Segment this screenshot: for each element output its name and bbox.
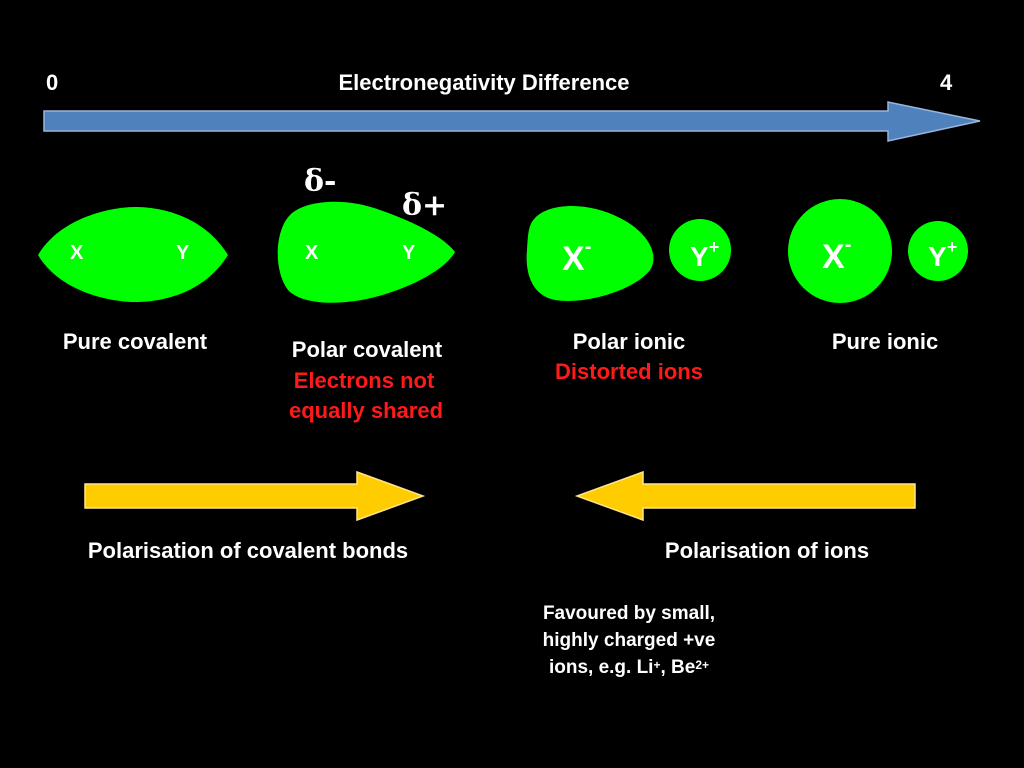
pure-ionic-x-symbol: X	[822, 238, 845, 276]
footnote-line2: highly charged +ve	[542, 630, 716, 651]
polar-covalent-note-line2: equally shared	[288, 398, 444, 423]
scale-min-label: 0	[46, 70, 59, 95]
electronegativity-arrow	[43, 101, 981, 142]
polar-ionic-y-symbol: Y	[690, 241, 709, 272]
polar-ionic-note: Distorted ions	[555, 359, 703, 384]
pure-ionic-anion-circle	[788, 199, 892, 303]
polar-covalent-blob	[277, 201, 455, 303]
li-charge: +	[653, 658, 661, 672]
polar-ionic-cation-circle	[669, 219, 731, 281]
covalent-polarisation-arrow	[84, 470, 426, 522]
pure-ionic-y-charge: +	[946, 237, 958, 257]
scale-title: Electronegativity Difference	[338, 70, 630, 95]
ion-polarisation-label: Polarisation of ions	[664, 538, 870, 563]
footnote-line3-prefix: ions, e.g. Li	[548, 657, 654, 678]
scale-max-label: 4	[940, 70, 953, 95]
delta-plus-charge: δ+	[402, 188, 448, 223]
covalent-polarisation-label: Polarisation of covalent bonds	[87, 538, 409, 563]
pure-ionic-label: Pure ionic	[831, 329, 939, 354]
footnote-line1: Favoured by small,	[542, 603, 716, 624]
polar-covalent-x-atom: X	[305, 242, 319, 264]
polar-covalent-label: Polar covalent	[291, 337, 443, 362]
polar-ionic-label: Polar ionic	[572, 329, 686, 354]
pure-ionic-y-ion: Y+	[928, 237, 957, 273]
pure-covalent-blob	[38, 207, 228, 302]
footnote-line3: ions, e.g. Li+, Be2+	[543, 654, 716, 681]
polar-ionic-y-ion: Y+	[690, 237, 719, 273]
polar-covalent-y-atom: Y	[402, 242, 416, 264]
footnote-separator: , Be	[660, 657, 696, 678]
pure-covalent-y-atom: Y	[176, 242, 190, 264]
pure-ionic-cation-circle	[908, 221, 968, 281]
pure-covalent-label: Pure covalent	[62, 329, 208, 354]
ion-polarisation-arrow	[574, 470, 916, 522]
pure-ionic-x-ion: X-	[822, 234, 851, 277]
pure-ionic-y-symbol: Y	[928, 241, 947, 272]
footnote: Favoured by small, highly charged +ve io…	[543, 600, 716, 681]
polar-ionic-anion-blob	[526, 206, 654, 301]
be-charge: 2+	[695, 658, 710, 672]
polar-ionic-x-charge: -	[584, 236, 592, 258]
polar-ionic-y-charge: +	[708, 237, 720, 257]
pure-ionic-x-charge: -	[844, 234, 852, 256]
polar-ionic-x-symbol: X	[562, 240, 585, 278]
delta-minus-charge: δ-	[304, 164, 337, 199]
polar-ionic-x-ion: X-	[562, 236, 591, 279]
pure-covalent-x-atom: X	[70, 242, 84, 264]
polar-covalent-note-line1: Electrons not	[293, 368, 435, 393]
